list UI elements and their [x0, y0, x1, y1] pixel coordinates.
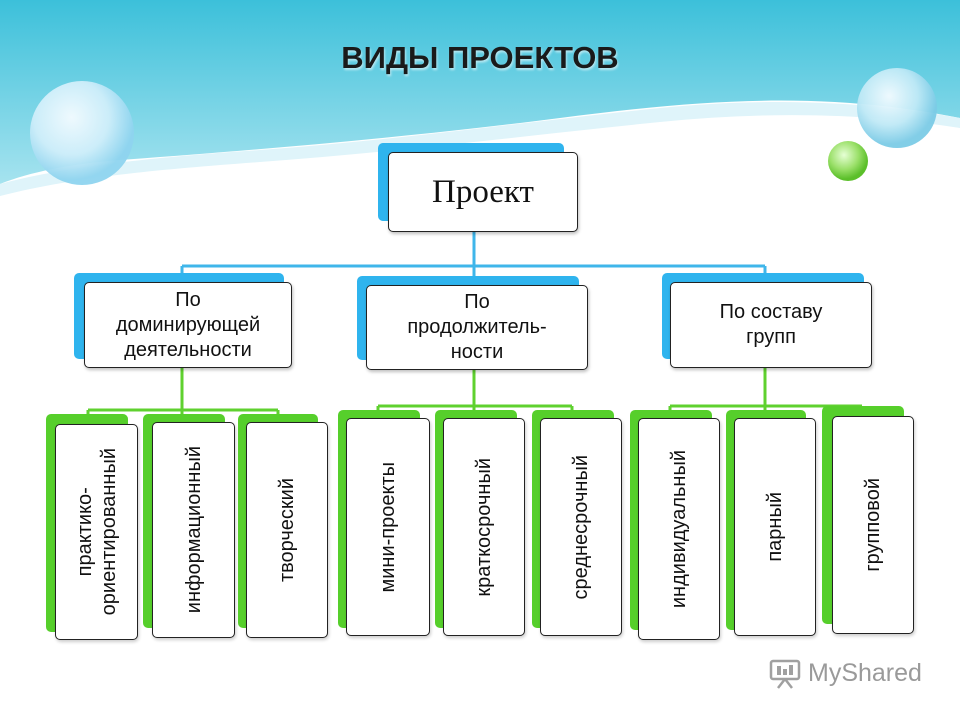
leaf-mini-projects-label: мини-проекты — [377, 461, 399, 593]
leaf-practical: практико- ориентированный — [55, 424, 138, 640]
leaf-creative-label: творческий — [276, 477, 298, 582]
leaf-short-term-label: краткосрочный — [473, 457, 495, 597]
leaf-pair-label: парный — [764, 492, 786, 562]
leaf-pair: парный — [734, 418, 816, 636]
group-node-duration: По продолжитель- ности — [366, 285, 588, 370]
group-node-composition-line: групп — [746, 326, 796, 348]
leaf-individual-label: индивидуальный — [668, 449, 690, 609]
leaf-individual: индивидуальный — [638, 418, 720, 640]
leaf-creative: творческий — [246, 422, 328, 638]
leaf-informational: информационный — [152, 422, 235, 638]
leaf-medium-term-label: среднесрочный — [570, 454, 592, 600]
slide-title: ВИДЫ ПРОЕКТОВ — [341, 40, 619, 75]
leaf-group: групповой — [832, 416, 914, 634]
leaf-short-term: краткосрочный — [443, 418, 525, 636]
leaf-medium-term: среднесрочный — [540, 418, 622, 636]
group-node-duration-line: ности — [450, 341, 504, 363]
myshared-watermark: MyShared — [768, 656, 922, 690]
watermark-text: MyShared — [808, 658, 922, 687]
presentation-board-icon — [769, 659, 801, 689]
group-node-activity: По доминирующей деятельности — [84, 282, 292, 368]
group-node-composition: По составу групп — [670, 282, 872, 368]
group-node-duration-line: продолжитель- — [407, 316, 547, 338]
group-node-duration-line: По — [464, 291, 490, 313]
group-node-activity-line: доминирующей — [115, 313, 261, 336]
leaf-practical-line: ориентированный — [97, 448, 120, 616]
root-node: Проект — [388, 152, 578, 232]
root-node-label: Проект — [432, 173, 534, 210]
group-node-activity-line: По — [175, 288, 201, 311]
leaf-informational-label: информационный — [182, 446, 205, 614]
group-node-composition-line: По составу — [719, 301, 823, 323]
leaf-practical-line: практико- — [73, 487, 96, 577]
group-node-activity-line: деятельности — [124, 338, 252, 361]
leaf-mini-projects: мини-проекты — [346, 418, 430, 636]
leaf-group-label: групповой — [862, 478, 884, 572]
